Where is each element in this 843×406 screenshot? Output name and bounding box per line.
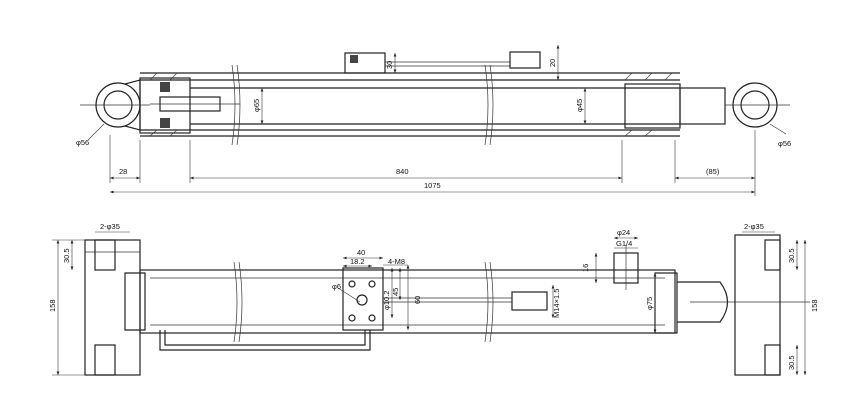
dim-block-v1: φ10.2	[382, 291, 391, 310]
dim-bore: φ65	[252, 99, 261, 112]
dim-eye-left: φ56	[76, 138, 89, 147]
dim-left-h: 158	[48, 299, 57, 312]
dim-bolts: 4-M8	[388, 257, 405, 266]
bottom-dimensions	[52, 231, 807, 376]
left-holes: 2-φ35	[100, 222, 120, 231]
dim-right-bottom: 30.5	[787, 355, 796, 370]
dim-eye-right: φ56	[778, 139, 791, 148]
dim-fitting: M14×1.5	[552, 289, 561, 318]
dim-left-end: 28	[119, 167, 127, 176]
dim-right-h: 158	[810, 299, 819, 312]
top-dimensions	[87, 45, 787, 196]
dim-block-hole: 18.2	[350, 257, 365, 266]
dim-port-v: 20	[548, 59, 557, 67]
dim-pin: φ6	[332, 282, 341, 291]
dim-right-end: (85)	[706, 167, 720, 176]
top-view-cylinder	[80, 51, 790, 146]
dim-cyl: φ75	[645, 297, 654, 310]
right-holes: 2-φ35	[744, 222, 764, 231]
dim-port-dia: φ24	[617, 228, 630, 237]
dim-overall: 1075	[424, 181, 441, 190]
dim-block-w: 40	[357, 248, 365, 257]
dim-right-top: 30.5	[787, 248, 796, 263]
dim-left-top: 30.5	[62, 248, 71, 263]
dim-port-h: 16	[581, 264, 590, 272]
dim-port-thread: G1/4	[616, 239, 632, 248]
dim-block-v2: 45	[391, 288, 400, 296]
bottom-view-cylinder	[84, 234, 810, 376]
dim-stroke: 840	[396, 167, 409, 176]
dim-rod: φ45	[575, 99, 584, 112]
dim-block-v3: 60	[413, 296, 422, 304]
dim-port-h: 30	[385, 61, 394, 69]
